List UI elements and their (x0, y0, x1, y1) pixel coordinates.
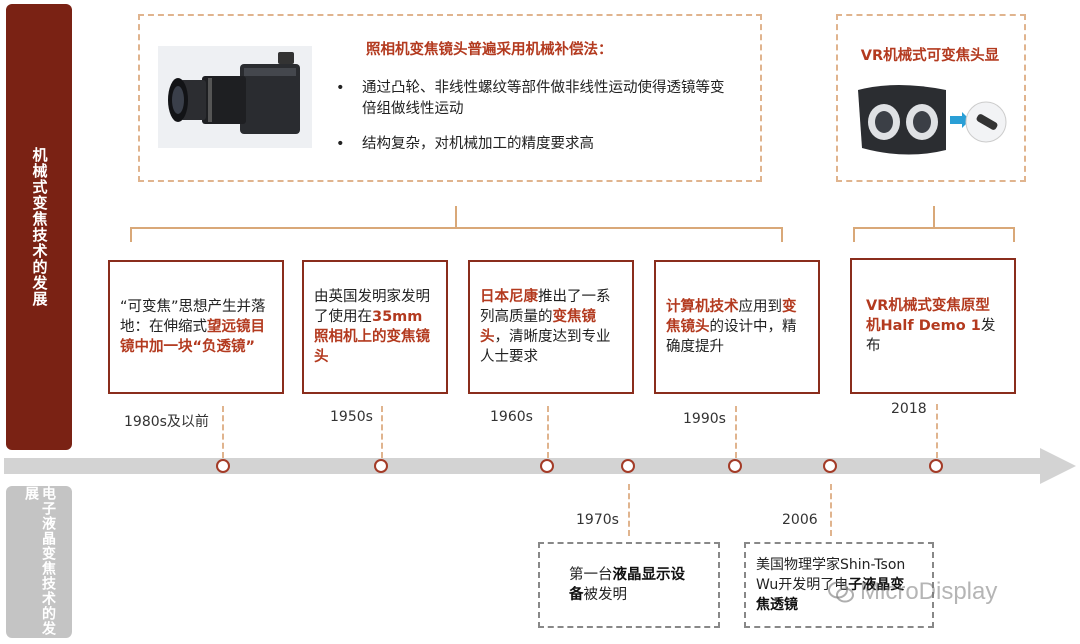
camera-box-title: 照相机变焦镜头普遍采用机械补偿法： (366, 42, 613, 58)
milestone-box-2: 由英国发明家发明了使用在35mm照相机上的变焦镜头 (302, 260, 448, 394)
camera-image (158, 46, 312, 148)
milestone-text-5: VR机械式变焦原型机Half Demo 1发布 (866, 298, 996, 354)
milestone-text-4: 计算机技术应用到变焦镜头的设计中，精确度提升 (666, 299, 797, 355)
camera-box-bullet-1: •通过凸轮、非线性螺纹等部件做非线性运动使得透镜等变倍组做线性运动 (336, 80, 725, 117)
timeline-dot-1990s (728, 459, 742, 473)
milestone-text-2: 由英国发明家发明了使用在35mm照相机上的变焦镜头 (314, 289, 430, 365)
timeline-dot-1950s (374, 459, 388, 473)
milestone-box-1: “可变焦”思想产生并落地：在伸缩式望远镜目镜中加一块“负透镜” (108, 260, 284, 394)
connector-1960s (547, 406, 549, 458)
connector-1990s (735, 406, 737, 458)
timeline-dot-2018 (929, 459, 943, 473)
year-label-1950s: 1950s (330, 409, 373, 425)
year-label-2018: 2018 (891, 401, 927, 417)
milestone-text-3: 日本尼康推出了一系列高质量的变焦镜头，清晰度达到专业人士要求 (480, 289, 611, 365)
year-label-2006: 2006 (782, 512, 818, 528)
year-label-1970s: 1970s (576, 512, 619, 528)
lc-milestone-text-2006: 美国物理学家Shin-Tson Wu开发明了电子液晶变焦透镜 (756, 557, 906, 613)
mechanical-zoom-section-label: 机械式变焦技术的发展 (6, 4, 72, 450)
milestone-text-1: “可变焦”思想产生并落地：在伸缩式望远镜目镜中加一块“负透镜” (120, 299, 266, 355)
milestone-box-5: VR机械式变焦原型机Half Demo 1发布 (850, 258, 1016, 394)
connector-1980s (222, 406, 224, 458)
milestone-box-3: 日本尼康推出了一系列高质量的变焦镜头，清晰度达到专业人士要求 (468, 260, 634, 394)
connector-2006 (830, 484, 832, 536)
camera-box-bullet-2: •结构复杂，对机械加工的精度要求高 (336, 136, 594, 152)
connector-1950s (381, 406, 383, 458)
top-connector-brace (130, 206, 1015, 242)
vr-box-title: VR机械式可变焦头显 (860, 48, 1000, 64)
timeline-arrow (4, 448, 1076, 484)
milestone-box-4: 计算机技术应用到变焦镜头的设计中，精确度提升 (654, 260, 820, 394)
timeline-dot-1980s (216, 459, 230, 473)
connector-1970s (628, 484, 630, 536)
connector-2018 (936, 404, 938, 458)
watermark: MicroDisplay (828, 578, 997, 606)
wechat-icon (828, 581, 854, 603)
timeline-dot-1960s (540, 459, 554, 473)
year-label-1960s: 1960s (490, 409, 533, 425)
year-label-1980s: 1980s及以前 (124, 414, 209, 430)
lc-zoom-section-label: 电子液晶变焦技术的发展 (6, 486, 72, 638)
timeline-dot-1970s (621, 459, 635, 473)
vr-headset-image (856, 80, 1008, 160)
timeline-dot-2006 (823, 459, 837, 473)
camera-zoom-info-box (138, 14, 762, 182)
lc-milestone-text-1970s: 第一台液晶显示设备被发明 (569, 567, 685, 603)
lc-milestone-box-1970s: 第一台液晶显示设备被发明 (538, 542, 720, 628)
lc-milestone-box-2006: 美国物理学家Shin-Tson Wu开发明了电子液晶变焦透镜 (744, 542, 934, 628)
vr-headset-box (836, 14, 1026, 182)
year-label-1990s: 1990s (683, 411, 726, 427)
